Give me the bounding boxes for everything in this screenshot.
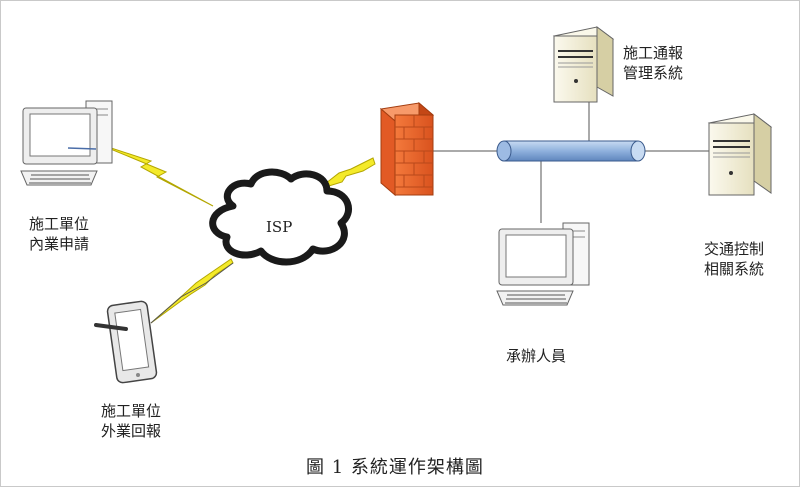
isp-label: ISP: [266, 218, 293, 236]
office-apply-label: 施工單位 內業申請: [29, 214, 89, 254]
field-report-line-2: 外業回報: [101, 422, 162, 440]
mgmt-system-label: 施工通報 管理系統: [623, 43, 683, 83]
desktop-computer-icon: [496, 222, 590, 306]
server-icon: [707, 112, 773, 196]
traffic-system-line-2: 相關系統: [704, 260, 765, 278]
mgmt-system-line-2: 管理系統: [623, 64, 684, 82]
operator-label: 承辦人員: [506, 347, 567, 365]
server-icon: [552, 26, 615, 103]
network-links: [433, 101, 713, 223]
firewall-icon: [379, 101, 435, 197]
office-apply-line-1: 施工單位: [29, 215, 90, 233]
figure-caption: 圖 1 系統運作架構圖: [306, 457, 484, 478]
field-report-label: 施工單位 外業回報: [101, 401, 161, 441]
network-bus-icon: [496, 140, 646, 162]
desktop-computer-icon: [20, 100, 113, 186]
field-report-line-1: 施工單位: [101, 402, 162, 420]
traffic-system-line-1: 交通控制: [704, 240, 765, 258]
traffic-system-label: 交通控制 相關系統: [704, 239, 764, 279]
tablet-icon: [94, 300, 158, 384]
mgmt-system-line-1: 施工通報: [623, 44, 684, 62]
office-apply-line-2: 內業申請: [29, 235, 90, 253]
cloud-icon: [209, 168, 352, 266]
